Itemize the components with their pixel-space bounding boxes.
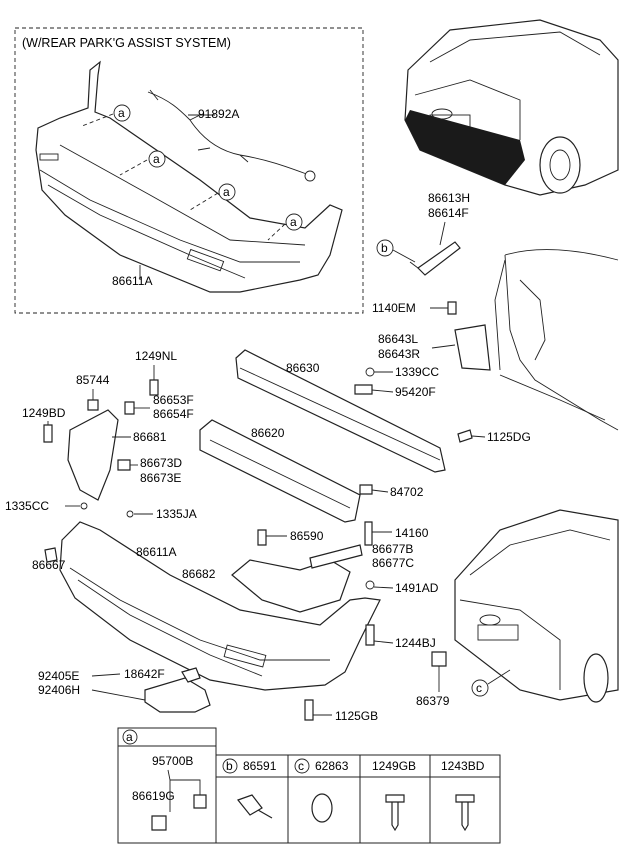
inset-wire-harness xyxy=(147,91,313,177)
side-bracket-86681 xyxy=(67,409,119,501)
label-86613H: 86613H xyxy=(428,191,470,205)
label-86379: 86379 xyxy=(416,694,450,708)
callout-a-1: a xyxy=(113,104,131,122)
plug-62863-icon xyxy=(311,793,333,823)
label-86630: 86630 xyxy=(286,361,320,375)
callout-a-3: a xyxy=(218,183,236,201)
label-1335JA: 1335JA xyxy=(156,507,197,521)
label-1125DG: 1125DG xyxy=(487,430,531,444)
inset-bumper-shape xyxy=(35,60,343,293)
label-1249BD: 1249BD xyxy=(22,406,66,420)
label-1244BJ: 1244BJ xyxy=(395,636,436,650)
car-body-side-panel xyxy=(494,249,619,431)
label-92405E: 92405E xyxy=(38,669,79,683)
svg-text:a: a xyxy=(290,215,297,229)
cap-86379 xyxy=(431,651,447,667)
car-rear-illustration-top xyxy=(404,19,619,196)
label-85744: 85744 xyxy=(76,373,110,387)
energy-absorber-86620 xyxy=(199,419,361,523)
label-14160: 14160 xyxy=(395,526,429,540)
clip-86591-icon xyxy=(237,794,273,819)
label-92406H: 92406H xyxy=(38,683,80,697)
label-1339CC: 1339CC xyxy=(395,365,439,379)
table-callout-b: b xyxy=(222,758,238,774)
reinforcement-beam-86630 xyxy=(235,349,446,473)
car-rear-illustration-bottom xyxy=(454,509,619,703)
label-91892A: 91892A xyxy=(198,107,239,121)
label-86682: 86682 xyxy=(182,567,216,581)
rear-bumper-86611A xyxy=(59,521,381,691)
label-86681: 86681 xyxy=(133,430,167,444)
label-86614F: 86614F xyxy=(428,206,469,220)
label-86643L: 86643L xyxy=(378,332,418,346)
label-86677B: 86677B xyxy=(372,542,413,556)
bolt-1249NL xyxy=(149,379,159,396)
callout-a-2: a xyxy=(148,150,166,168)
label-18642F: 18642F xyxy=(124,667,165,681)
callout-b-1: b xyxy=(376,239,394,257)
table-callout-c: c xyxy=(294,758,310,774)
svg-text:a: a xyxy=(153,152,160,166)
table-callout-a: a xyxy=(122,729,138,745)
bolt-1125GB xyxy=(304,699,314,721)
label-86677C: 86677C xyxy=(372,556,414,570)
table-part-86619G: 86619G xyxy=(132,789,175,803)
lower-cover-86682 xyxy=(231,559,351,613)
bolt-1243BD-icon xyxy=(455,794,475,832)
label-inset-86611A: 86611A xyxy=(112,274,152,288)
svg-text:b: b xyxy=(381,241,388,255)
label-86673D: 86673D xyxy=(140,456,182,470)
label-86590: 86590 xyxy=(290,529,324,543)
bolt-1244BJ xyxy=(365,624,375,646)
svg-text:a: a xyxy=(126,730,133,744)
label-1125GB: 1125GB xyxy=(335,709,378,723)
bolt-1249BD xyxy=(43,424,53,443)
label-86643R: 86643R xyxy=(378,347,420,361)
table-part-1249GB: 1249GB xyxy=(372,759,416,773)
inset-title: (W/REAR PARK'G ASSIST SYSTEM) xyxy=(22,36,231,50)
table-part-95700B: 95700B xyxy=(152,754,193,768)
label-86620: 86620 xyxy=(251,426,285,440)
table-part-86591: 86591 xyxy=(243,759,277,773)
label-86611A: 86611A xyxy=(136,545,176,559)
label-1335CC: 1335CC xyxy=(5,499,49,513)
label-84702: 84702 xyxy=(390,485,424,499)
callout-a-4: a xyxy=(285,213,303,231)
svg-text:a: a xyxy=(223,185,230,199)
label-86654F: 86654F xyxy=(153,407,194,421)
table-part-1243BD: 1243BD xyxy=(441,759,485,773)
svg-text:a: a xyxy=(118,106,125,120)
svg-text:b: b xyxy=(226,759,233,773)
highlighted-bumper xyxy=(405,110,525,185)
bracket-86613H xyxy=(417,241,461,276)
table-part-62863: 62863 xyxy=(315,759,349,773)
inset-rear-park-assist: (W/REAR PARK'G ASSIST SYSTEM) a a a a 91… xyxy=(14,27,364,314)
reflector-lamp-92405E xyxy=(144,677,211,713)
parts-table: a 95700B 86619G b 86591 c 62863 1249GB 1… xyxy=(117,727,501,844)
bolt-1140EM xyxy=(447,301,457,315)
svg-text:c: c xyxy=(298,759,304,773)
label-86673E: 86673E xyxy=(140,471,181,485)
screw-1249GB-icon xyxy=(385,794,405,832)
label-86653F: 86653F xyxy=(153,393,194,407)
label-95420F: 95420F xyxy=(395,385,436,399)
label-86667: 86667 xyxy=(32,558,66,572)
label-1140EM: 1140EM xyxy=(372,301,416,315)
callout-c-1: c xyxy=(471,679,489,697)
label-1491AD: 1491AD xyxy=(395,581,439,595)
bolt-1125DG xyxy=(457,429,473,443)
label-1249NL: 1249NL xyxy=(135,349,177,363)
svg-text:c: c xyxy=(476,681,482,695)
bracket-86643L xyxy=(454,324,491,371)
